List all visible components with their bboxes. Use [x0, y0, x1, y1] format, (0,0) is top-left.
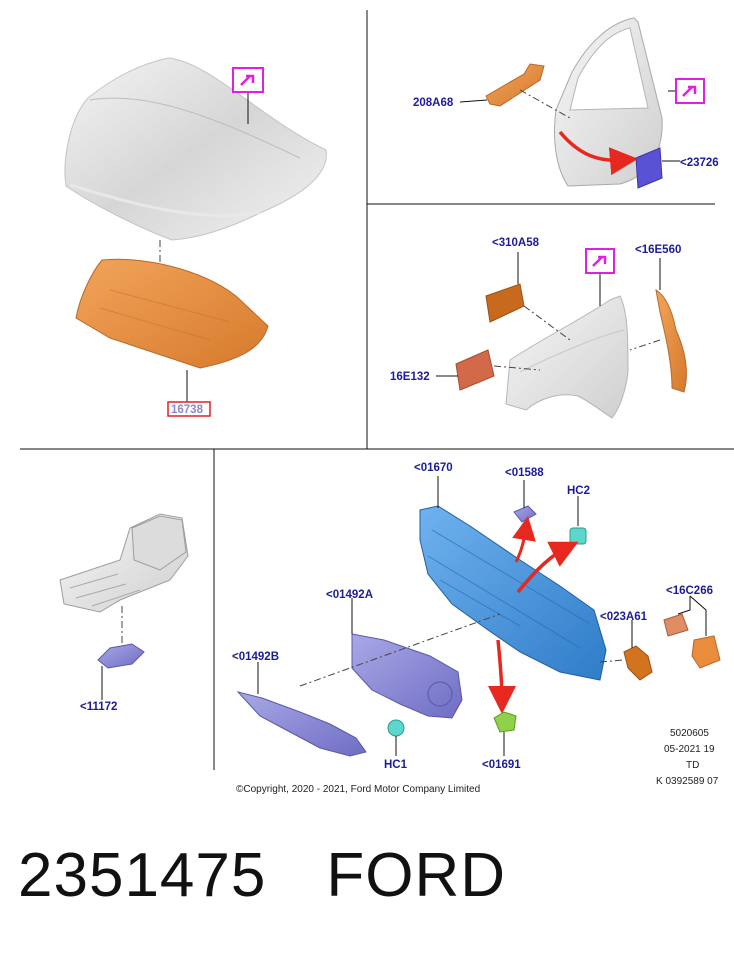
meta-code-2: 05-2021 19	[664, 744, 715, 755]
callout-fender-block[interactable]: <310A58	[492, 237, 540, 249]
callout-floor-pad[interactable]: <11172	[80, 701, 117, 713]
door-bracket	[485, 63, 545, 107]
dash-panel	[419, 505, 607, 681]
parts-diagram: 16738 208A68 <23726 <310A58 16E	[20, 10, 734, 795]
hood	[64, 57, 327, 241]
hood-panel: 16738	[64, 57, 327, 417]
callout-door-bracket[interactable]: 208A68	[413, 97, 454, 109]
fender-pad	[455, 349, 495, 391]
hc2-plug	[569, 496, 587, 545]
floor-pad	[97, 643, 145, 669]
hc1-plug	[387, 719, 405, 756]
floor-panel: <11172	[59, 513, 189, 713]
bracket-16c	[663, 595, 721, 669]
footer-caption: 2351475 FORD	[18, 840, 506, 920]
part-number: 2351475	[18, 841, 267, 910]
touch-marker-icon	[232, 67, 264, 93]
callout-insulator-b[interactable]: <01492B	[232, 651, 279, 663]
fender-panel: <310A58 16E132 <16E560	[390, 237, 687, 419]
callout-door-pad[interactable]: <23726	[680, 157, 719, 169]
bracket-023	[623, 620, 653, 681]
meta-code-1: 5020605	[670, 728, 709, 739]
hood-insulator	[75, 258, 269, 369]
dash-insulator-b	[236, 691, 367, 757]
callout-insulator-a[interactable]: <01492A	[326, 589, 373, 601]
callout-dash-clip[interactable]: <01588	[505, 467, 544, 479]
callout-hc2[interactable]: HC2	[567, 485, 590, 497]
red-arrow-down	[487, 639, 516, 714]
callout-hc1[interactable]: HC1	[384, 759, 408, 771]
dash-assembly-panel: <01670 <01588 HC2 <01492A <01492B HC1 <0…	[232, 462, 721, 771]
callout-bracket-023[interactable]: <023A61	[600, 611, 648, 623]
meta-code-4: K 0392589 07	[656, 776, 719, 787]
callout-fender-pad[interactable]: 16E132	[390, 371, 430, 383]
callout-dash-panel[interactable]: <01670	[414, 462, 453, 474]
dash-clip	[513, 505, 537, 523]
touch-marker-icon	[675, 78, 705, 104]
meta-code-3: TD	[686, 760, 699, 771]
fender	[505, 295, 629, 419]
door-panel: 208A68 <23726	[413, 17, 719, 189]
brand-name: FORD	[326, 841, 507, 910]
dash-insulator-a	[351, 633, 463, 719]
section-dividers	[20, 10, 734, 770]
grommet	[493, 711, 517, 756]
fender-seal	[655, 289, 687, 393]
red-arrow-up	[516, 541, 579, 594]
touch-marker-icon	[585, 248, 615, 274]
drawing-meta: 5020605 05-2021 19 TD K 0392589 07 ©Copy…	[236, 728, 719, 795]
red-arrow-door	[558, 130, 638, 176]
callout-grommet[interactable]: <01691	[482, 759, 521, 771]
fender-block	[485, 283, 525, 323]
callout-fender-seal[interactable]: <16E560	[635, 244, 681, 256]
door-pad	[635, 147, 663, 189]
copyright: ©Copyright, 2020 - 2021, Ford Motor Comp…	[236, 784, 480, 795]
hood-insulator-highlight-box	[167, 401, 211, 417]
callout-hood-insulator[interactable]: 16738	[171, 404, 204, 416]
callout-bracket-16c[interactable]: <16C266	[666, 585, 713, 597]
